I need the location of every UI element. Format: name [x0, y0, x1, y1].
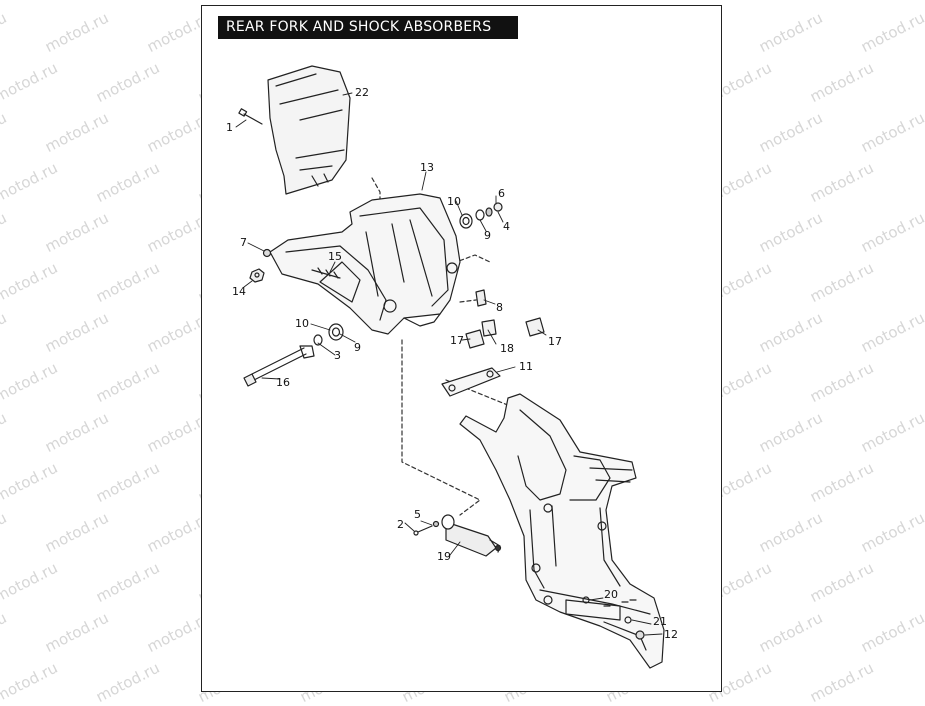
callout-15: 15 [328, 250, 342, 263]
belt-guard-cover-part [267, 65, 351, 195]
callout-4: 4 [503, 220, 510, 233]
title-bar: REAR FORK AND SHOCK ABSORBERS [218, 16, 518, 39]
callout-12: 12 [664, 628, 678, 641]
washer-part-21 [624, 616, 632, 624]
callout-11: 11 [519, 360, 533, 373]
callout-3: 3 [334, 349, 341, 362]
shock-link-part-11 [441, 367, 501, 397]
callout-18: 18 [500, 342, 514, 355]
bushing-part-17a [465, 329, 485, 349]
leader-lines [235, 92, 663, 636]
callout-7: 7 [240, 236, 247, 249]
callout-1: 1 [226, 121, 233, 134]
callout-19: 19 [437, 550, 451, 563]
callout-5: 5 [414, 508, 421, 521]
shock-absorber-part-19 [441, 514, 502, 557]
nut-part-12 [635, 630, 645, 640]
callout-10-lower: 10 [295, 317, 309, 330]
callout-labels: 1 2 3 4 5 6 7 8 9 9 10 10 11 12 13 14 15… [226, 86, 678, 641]
bearing-stack-upper [459, 202, 503, 229]
callout-2: 2 [397, 518, 404, 531]
callout-17-right: 17 [548, 335, 562, 348]
swingarm-part [269, 193, 461, 335]
bolt-part-1 [238, 108, 263, 125]
washer-part-5 [432, 520, 440, 528]
bolt-part-2 [413, 525, 433, 536]
callout-21: 21 [653, 615, 667, 628]
frame-part [459, 393, 665, 669]
callout-9-upper: 9 [484, 229, 491, 242]
callout-20: 20 [604, 588, 618, 601]
nut-part-14 [249, 268, 265, 283]
bushing-part-17b [525, 317, 545, 337]
diagram-title: REAR FORK AND SHOCK ABSORBERS [226, 19, 492, 35]
axle-bolt-part-16 [243, 345, 315, 387]
bearing-stack-left [313, 323, 344, 346]
callout-9-lower: 9 [354, 341, 361, 354]
callout-14: 14 [232, 285, 246, 298]
callout-16: 16 [276, 376, 290, 389]
pin-part-15 [311, 267, 341, 279]
callout-13: 13 [420, 161, 434, 174]
callout-8: 8 [496, 301, 503, 314]
nut-part-7 [262, 248, 272, 258]
callout-22: 22 [355, 86, 369, 99]
spacer-part-8 [475, 289, 487, 307]
callout-10-upper: 10 [447, 195, 461, 208]
callout-6: 6 [498, 187, 505, 200]
callout-17-left: 17 [450, 334, 464, 347]
bushing-part-18 [481, 319, 497, 337]
